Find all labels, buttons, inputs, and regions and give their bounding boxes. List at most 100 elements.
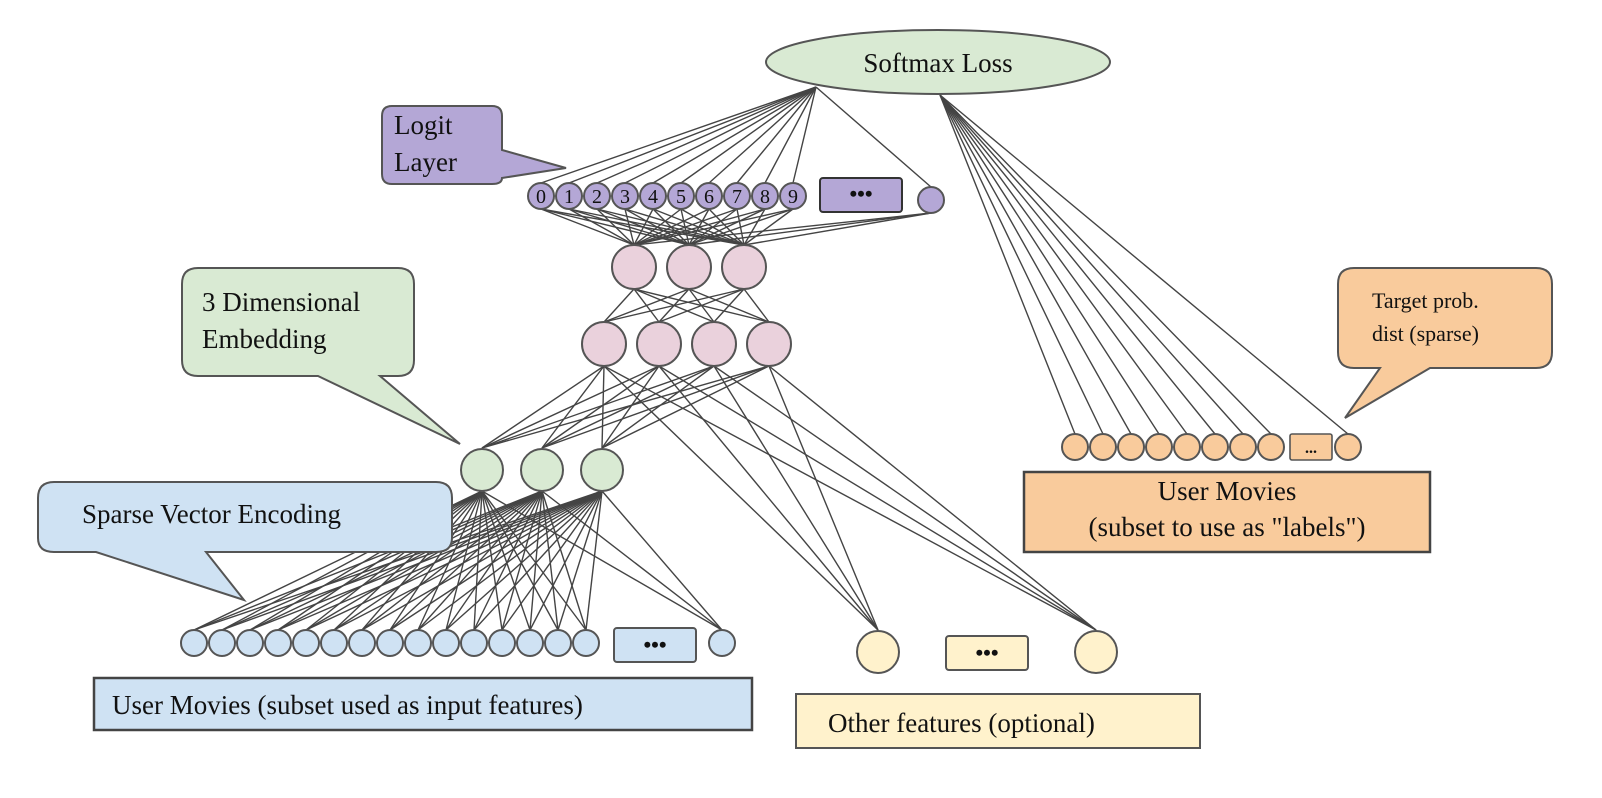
edge-embedding-input xyxy=(417,490,543,631)
hidden-node xyxy=(691,321,737,367)
edge-softmax-logit xyxy=(815,86,932,188)
edge-softmax-logit xyxy=(568,86,817,184)
edge-embedding-input xyxy=(585,490,603,631)
edge-hidden-other xyxy=(713,365,1097,631)
edge-embedding-input xyxy=(473,490,603,631)
embedding-node xyxy=(580,448,624,492)
edge-embedding-input xyxy=(445,490,543,631)
edge-embedding-input xyxy=(417,490,483,631)
edge-logit-hidden xyxy=(633,208,682,246)
label-node xyxy=(1201,433,1229,461)
edge-hidden-other xyxy=(658,365,1097,631)
embedding-node xyxy=(460,448,504,492)
other-ellipsis: ••• xyxy=(975,640,998,665)
label-node-last xyxy=(1334,433,1362,461)
edge-softmax-logit xyxy=(736,86,817,184)
logit-node xyxy=(779,182,807,210)
edge-softmax-label xyxy=(939,94,1188,435)
edge-logit-hidden xyxy=(633,208,710,246)
softmax-loss-label: Softmax Loss xyxy=(863,48,1012,78)
input-node xyxy=(404,629,432,657)
edge-embedding-input xyxy=(473,490,543,631)
embedding-node xyxy=(520,448,564,492)
hidden-node xyxy=(666,244,712,290)
input-node xyxy=(180,629,208,657)
edge-logit-hidden xyxy=(624,208,635,246)
logit-node xyxy=(639,182,667,210)
input-node xyxy=(488,629,516,657)
embedding-label-line1: 3 Dimensional xyxy=(202,287,360,317)
logit-node-label: 3 xyxy=(620,186,630,208)
edge-softmax-label xyxy=(939,94,1132,435)
edge-embedding-input xyxy=(361,490,483,631)
edge-softmax-logit xyxy=(624,86,817,184)
embedding-layer xyxy=(460,448,624,492)
logit-ellipsis-box: ••• xyxy=(819,177,903,213)
edge-embedding-input xyxy=(417,490,603,631)
input-node xyxy=(432,629,460,657)
label-node xyxy=(1257,433,1285,461)
edge-hidden-embedding xyxy=(481,365,605,449)
target-prob-callout: Target prob. dist (sparse) xyxy=(1337,267,1553,419)
input-node xyxy=(264,629,292,657)
logit-node-last xyxy=(917,186,945,214)
edge-embedding-input xyxy=(333,490,603,631)
edge-logit-hidden xyxy=(743,208,766,246)
hidden-node xyxy=(746,321,792,367)
hidden-layer-middle xyxy=(581,321,792,367)
input-node xyxy=(236,629,264,657)
edge-logit-hidden xyxy=(633,208,654,246)
logit-node-label: 8 xyxy=(760,186,770,208)
edge-logit-hidden xyxy=(743,208,794,246)
logit-ellipsis: ••• xyxy=(849,181,872,206)
hidden-node xyxy=(721,244,767,290)
edge-logit-hidden xyxy=(688,212,932,246)
label-node xyxy=(1145,433,1173,461)
label-node xyxy=(1229,433,1257,461)
logit-node-label: 5 xyxy=(676,186,686,208)
logit-node-label: 0 xyxy=(536,186,546,208)
edge-embedding-input xyxy=(277,490,603,631)
input-node xyxy=(376,629,404,657)
edge-embedding-input xyxy=(389,490,603,631)
edge-hidden-embedding xyxy=(541,365,770,449)
target-prob-label-line1: Target prob. xyxy=(1372,288,1479,313)
edge-embedding-input xyxy=(361,490,543,631)
edge-hidden-hidden xyxy=(603,288,635,323)
label-movies-box: User Movies (subset to use as "labels") xyxy=(1022,470,1432,554)
input-features-box: User Movies (subset used as input featur… xyxy=(92,676,754,732)
edge-softmax-label xyxy=(939,94,1244,435)
edge-hidden-embedding xyxy=(541,365,605,449)
input-node xyxy=(516,629,544,657)
edge-embedding-input xyxy=(557,490,603,631)
edge-softmax-logit xyxy=(596,86,817,184)
input-node xyxy=(292,629,320,657)
edge-softmax-logit xyxy=(652,86,817,184)
edge-embedding-input xyxy=(221,490,603,631)
edge-softmax-logit xyxy=(708,86,817,184)
edge-embedding-input xyxy=(601,490,723,631)
input-node xyxy=(460,629,488,657)
logit-node xyxy=(527,182,555,210)
other-feature-nodes xyxy=(856,630,1118,674)
edge-hidden-embedding xyxy=(601,365,770,449)
edge-hidden-other xyxy=(603,365,879,631)
embedding-callout: 3 Dimensional Embedding xyxy=(181,267,461,445)
edge-hidden-embedding xyxy=(601,365,715,449)
logit-node-label: 4 xyxy=(648,186,658,208)
edge-hidden-embedding xyxy=(481,365,770,449)
edge-embedding-input xyxy=(473,490,483,631)
edge-hidden-other xyxy=(658,365,879,631)
edge-logit-hidden xyxy=(540,208,635,246)
edge-embedding-input xyxy=(529,490,603,631)
logit-node-label: 7 xyxy=(732,186,742,208)
edge-hidden-other xyxy=(768,365,879,631)
edge-logit-hidden xyxy=(633,212,932,246)
edge-embedding-input xyxy=(501,490,603,631)
input-node-last xyxy=(708,629,736,657)
logit-node xyxy=(695,182,723,210)
edge-embedding-input xyxy=(333,490,543,631)
edge-softmax-label xyxy=(939,94,1104,435)
logit-node xyxy=(583,182,611,210)
